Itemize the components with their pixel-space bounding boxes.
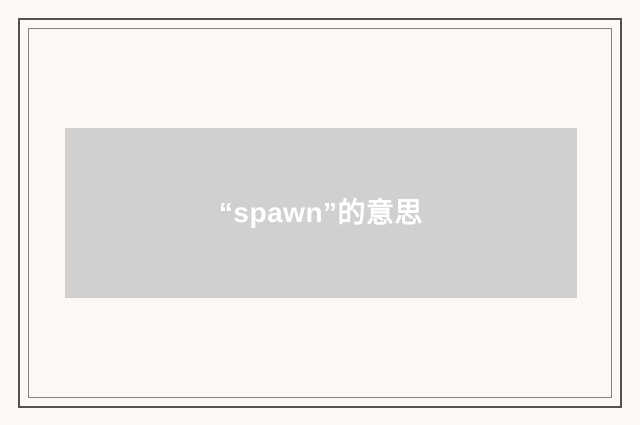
- page-frame-inner-rule: “spawn”的意思: [28, 28, 612, 398]
- content-area: “spawn”的意思: [29, 29, 611, 397]
- placeholder-title: “spawn”的意思: [218, 197, 424, 229]
- image-placeholder-card: “spawn”的意思: [65, 128, 577, 298]
- page-frame: “spawn”的意思: [18, 18, 622, 408]
